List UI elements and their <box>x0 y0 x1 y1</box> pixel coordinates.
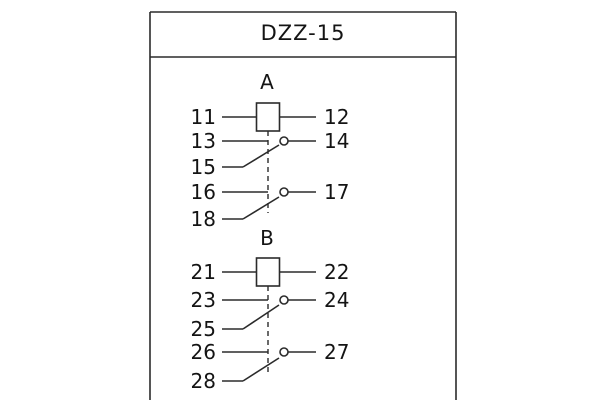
terminal-label-14: 14 <box>324 129 350 153</box>
terminal-label-25: 25 <box>190 317 216 341</box>
diagram-frame <box>149 11 457 400</box>
terminal-label-28: 28 <box>190 369 216 393</box>
terminal-label-11: 11 <box>190 105 216 129</box>
coil-symbol-a <box>255 102 281 132</box>
terminal-label-23: 23 <box>190 288 216 312</box>
contact-point-17 <box>279 187 289 197</box>
contact-blade-28 <box>242 357 280 382</box>
contact-blade-18 <box>242 196 280 220</box>
section-b-schematic <box>222 257 316 382</box>
terminal-label-16: 16 <box>190 180 216 204</box>
terminal-label-26: 26 <box>190 340 216 364</box>
section-b-label: B <box>260 226 274 250</box>
contact-blade-25 <box>242 304 280 330</box>
coil-symbol-b <box>255 257 281 287</box>
terminal-label-27: 27 <box>324 340 350 364</box>
section-a-schematic <box>222 102 316 220</box>
contact-point-27 <box>279 347 289 357</box>
contact-point-14 <box>279 136 289 146</box>
contact-blade-15 <box>242 144 280 168</box>
diagram-title: DZZ-15 <box>260 21 346 45</box>
terminal-label-13: 13 <box>190 129 216 153</box>
terminal-label-17: 17 <box>324 180 350 204</box>
terminal-label-21: 21 <box>190 260 216 284</box>
contact-point-24 <box>279 295 289 305</box>
terminal-label-18: 18 <box>190 207 216 231</box>
terminal-label-12: 12 <box>324 105 350 129</box>
terminal-label-15: 15 <box>190 155 216 179</box>
terminal-label-22: 22 <box>324 260 350 284</box>
terminal-label-24: 24 <box>324 288 350 312</box>
section-a-label: A <box>260 70 274 94</box>
